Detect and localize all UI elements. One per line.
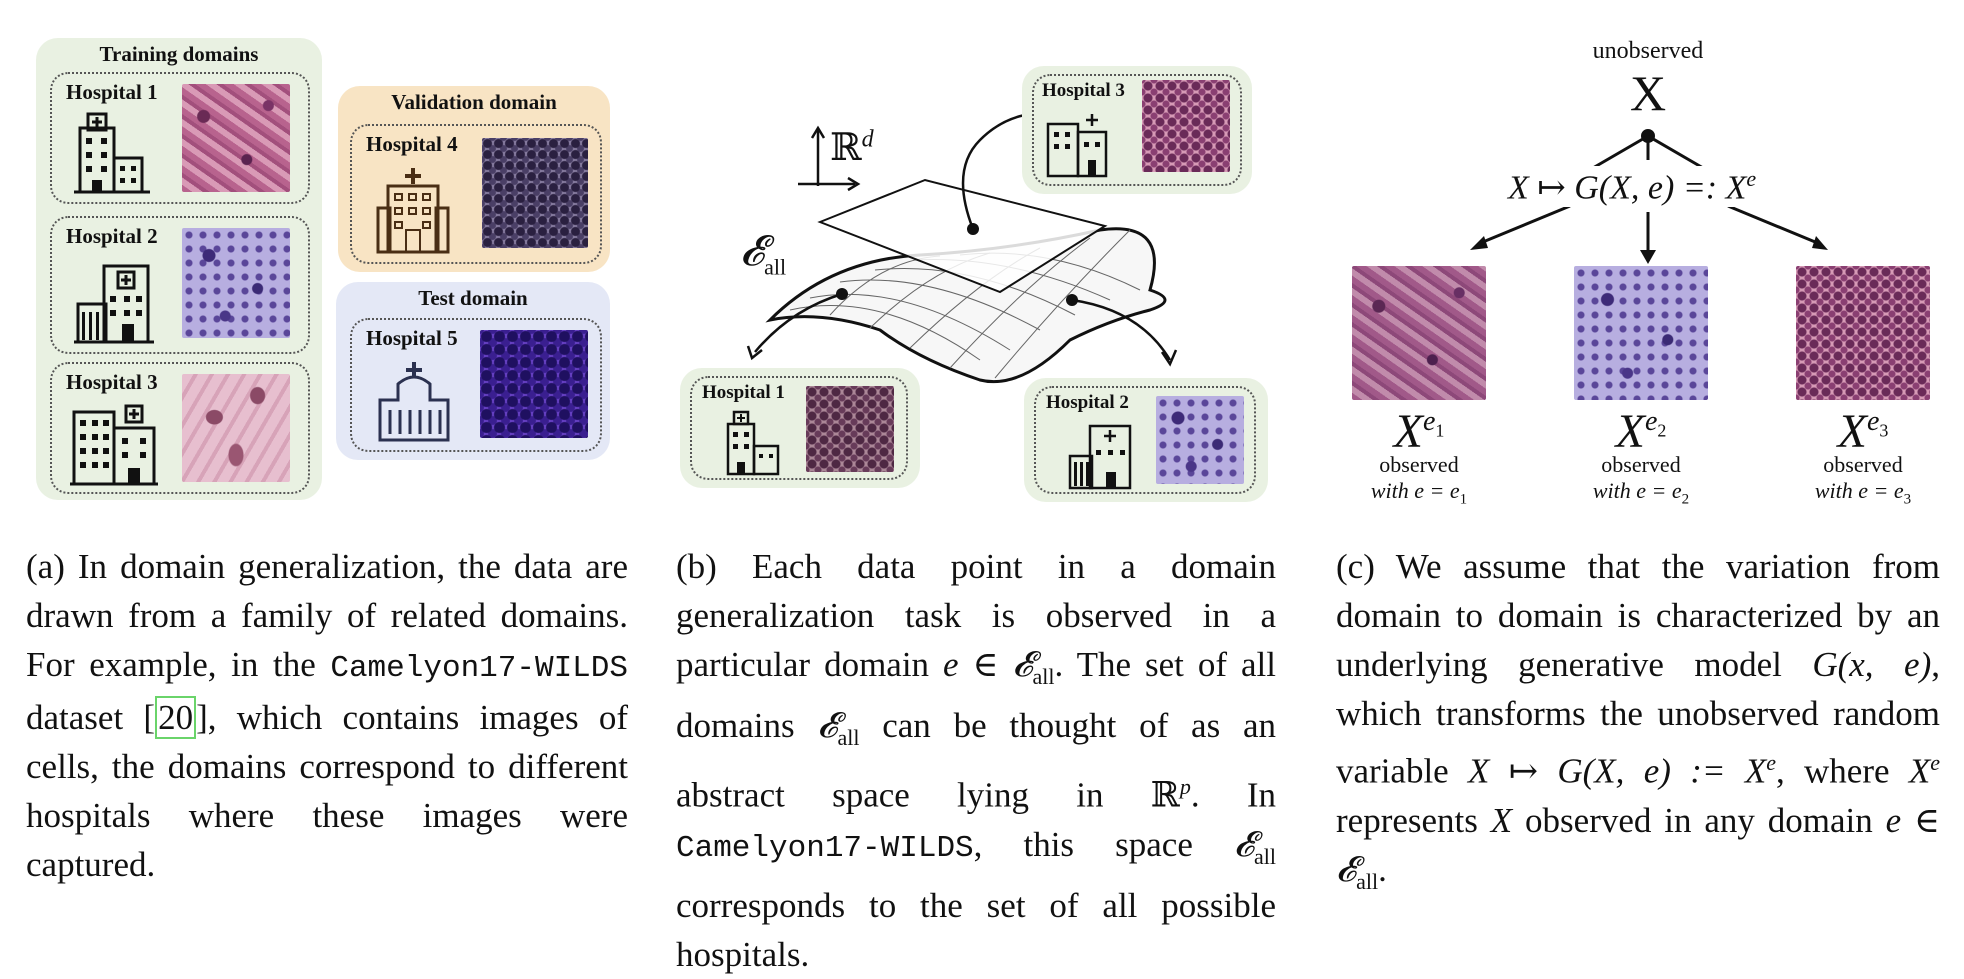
hospital-building-icon [74,112,150,194]
generative-tree-arrows [1470,129,1828,264]
x-root: X [1629,65,1667,121]
axis-cross-icon [798,125,861,192]
hospital-3-tissue-image [182,374,290,482]
xe2-label: Xe2 [1615,405,1667,458]
hospital-1-label: Hospital 1 [66,80,158,104]
xe2-tissue-image [1574,266,1708,400]
hospital-1-tissue-image [182,84,290,192]
hospital-5-tissue-image [480,330,588,438]
b-hospital-1-label: Hospital 1 [702,382,785,403]
hospital-building-icon [1046,114,1108,178]
xe1-caption: observed with e = e1 [1370,452,1468,508]
b-hospital-1-card: Hospital 1 [680,368,920,488]
e-all-label: 𝓔all [740,229,787,280]
xe2-caption: observed with e = e2 [1592,452,1690,508]
hospital-2-card: Hospital 2 [50,216,310,354]
hospital-4-card: Hospital 4 [350,124,602,264]
hospital-4-tissue-image [482,138,588,248]
validation-domain-title: Validation domain [391,90,557,114]
caption-a: (a) In domain generalization, the data a… [26,547,629,884]
hospital-1-card: Hospital 1 [50,72,310,204]
b-hospital-3-tissue-image [1142,80,1230,172]
xe3-tissue-image [1796,266,1930,400]
test-domain-title: Test domain [418,286,528,310]
citation-link[interactable]: 20 [155,696,197,739]
hospital-building-icon [376,168,450,254]
xe1-label: Xe1 [1393,405,1445,458]
hospital-4-label: Hospital 4 [366,132,458,156]
rd-label: ℝd [830,126,874,169]
hospital-building-icon [1068,424,1132,490]
tangent-plane [817,178,1108,294]
unobserved-label: unobserved [1592,38,1704,64]
b-hospital-1-tissue-image [806,386,894,472]
hospital-2-tissue-image [182,228,290,338]
xe1-tissue-image [1352,266,1486,400]
dataset-name: Camelyon17-WILDS [330,651,628,686]
hospital-5-card: Hospital 5 [350,318,602,452]
b-hospital-3-label: Hospital 3 [1042,80,1125,101]
caption-c: (c) We assume that the variation from do… [1336,547,1940,894]
hospital-2-label: Hospital 2 [66,224,158,248]
xe3-caption: observed with e = e3 [1814,452,1912,508]
hospital-3-card: Hospital 3 [50,362,310,494]
hospital-building-icon [70,404,158,486]
hospital-5-label: Hospital 5 [366,326,458,350]
dataset-name: Camelyon17-WILDS [676,830,974,866]
hospital-building-icon [378,362,450,442]
xe3-label: Xe3 [1837,405,1889,458]
mapping-label: X ↦ G(X, e) =: Xe [1504,166,1761,208]
hospital-building-icon [726,410,780,476]
caption-b: (b) Each data point in a domain generali… [676,547,1277,974]
b-hospital-3-card: Hospital 3 [1022,66,1252,194]
training-domains-title: Training domains [99,42,259,66]
hospital-building-icon [74,264,154,344]
b-hospital-2-label: Hospital 2 [1046,392,1129,413]
b-hospital-2-card: Hospital 2 [1024,378,1268,502]
manifold-diagram [746,113,1178,384]
hospital-3-label: Hospital 3 [66,370,158,394]
b-hospital-2-tissue-image [1156,396,1244,484]
